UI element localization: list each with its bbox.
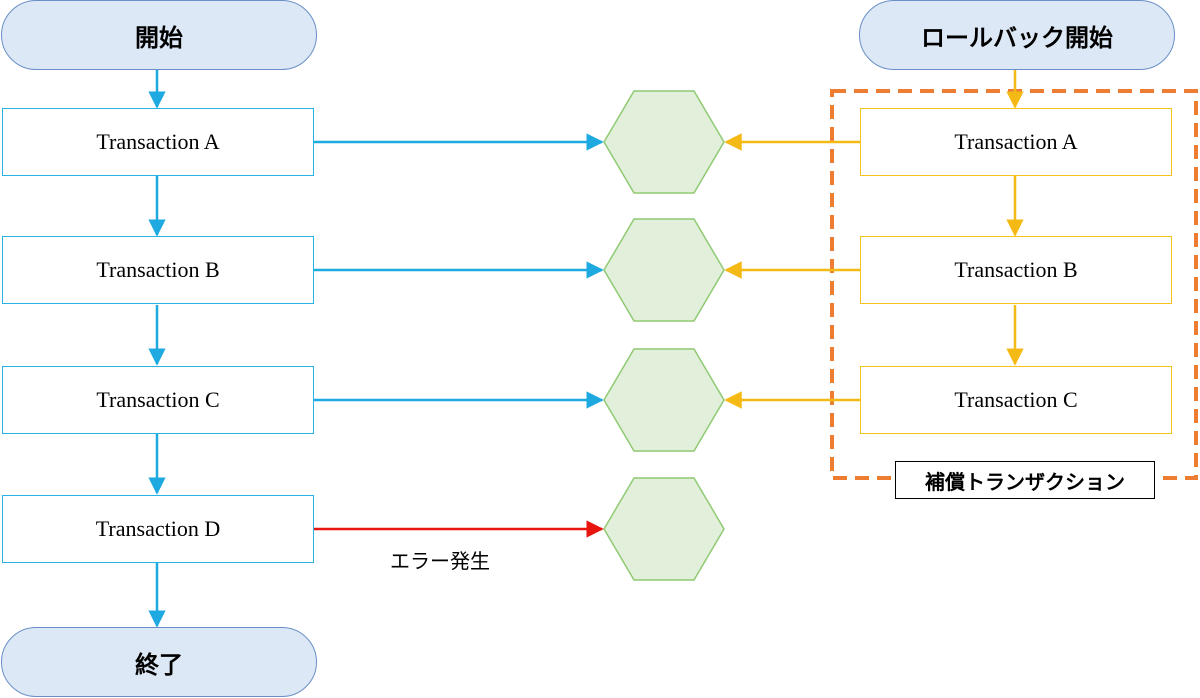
resource-hexagon-a — [603, 90, 725, 194]
resource-hexagon-d — [603, 477, 725, 581]
transaction-d-box: Transaction D — [2, 495, 314, 563]
rollback-start-terminal: ロールバック開始 — [859, 0, 1175, 70]
compensating-transaction-a-label: Transaction A — [954, 129, 1078, 154]
compensating-transaction-b-label: Transaction B — [954, 257, 1078, 282]
transaction-c-box: Transaction C — [2, 366, 314, 434]
transaction-a-label: Transaction A — [96, 129, 220, 154]
start-label: 開始 — [135, 23, 183, 52]
transaction-b-label: Transaction B — [96, 257, 220, 282]
resource-hexagon-c — [603, 348, 725, 452]
compensating-transaction-c-label: Transaction C — [954, 387, 1078, 412]
compensation-group-label-text: 補償トランザクション — [925, 469, 1125, 494]
error-label: エラー発生 — [390, 549, 490, 573]
compensating-transaction-c-box: Transaction C — [860, 366, 1172, 434]
transaction-b-box: Transaction B — [2, 236, 314, 304]
rollback-start-label: ロールバック開始 — [921, 23, 1113, 52]
compensating-transaction-b-box: Transaction B — [860, 236, 1172, 304]
compensating-transaction-a-box: Transaction A — [860, 108, 1172, 176]
resource-hexagon-b — [603, 218, 725, 322]
end-terminal: 終了 — [1, 627, 317, 697]
transaction-a-box: Transaction A — [2, 108, 314, 176]
transaction-c-label: Transaction C — [96, 387, 220, 412]
transaction-d-label: Transaction D — [95, 516, 221, 541]
start-terminal: 開始 — [1, 0, 317, 70]
compensation-group-label: 補償トランザクション — [895, 461, 1155, 499]
end-label: 終了 — [135, 650, 183, 679]
